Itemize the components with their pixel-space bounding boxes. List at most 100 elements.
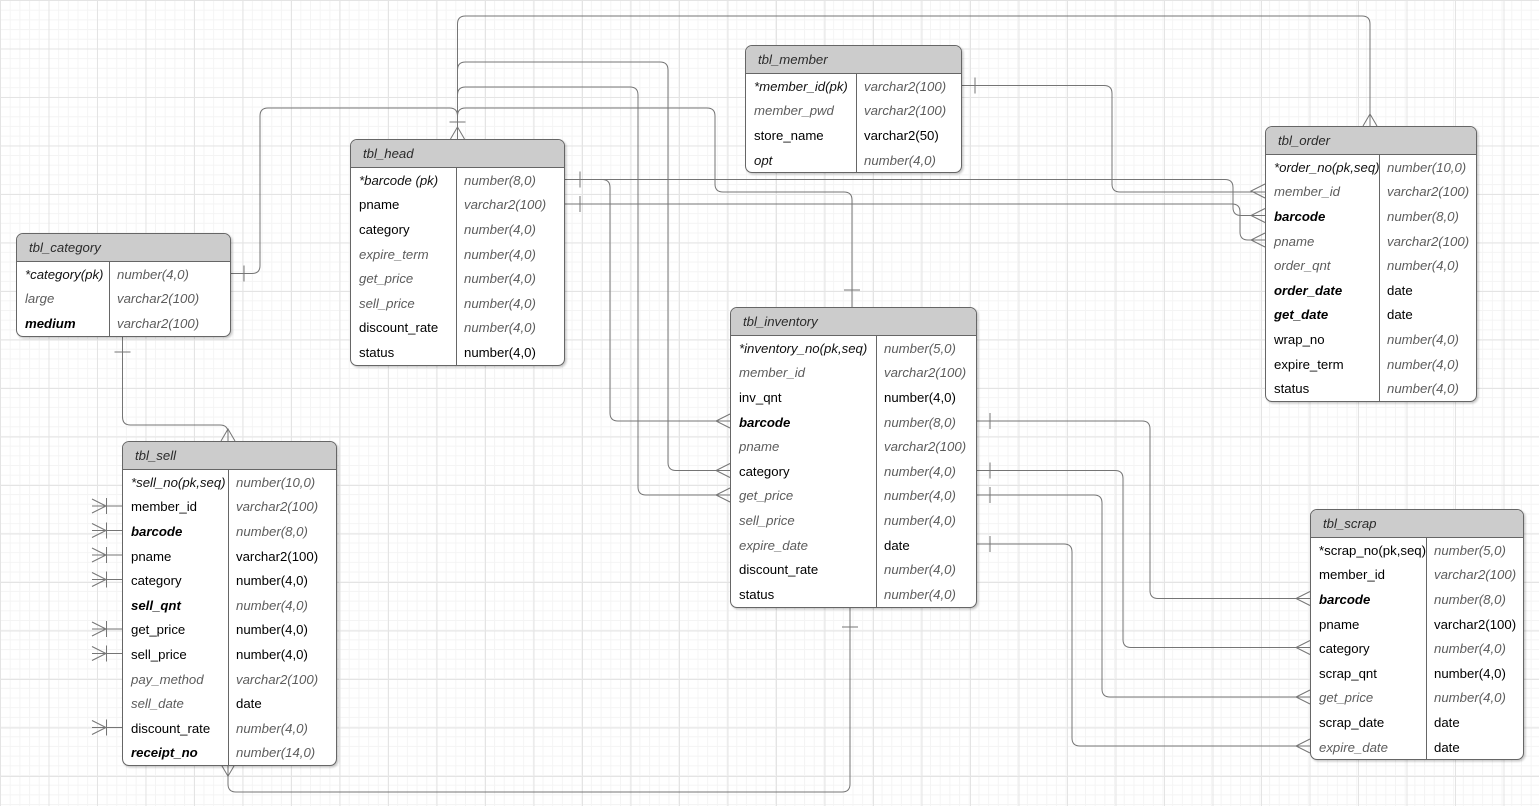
- field-row: *sell_no(pk,seq)number(10,0): [123, 470, 336, 495]
- field-row: pname varchar2(100): [123, 543, 336, 569]
- field-type: date: [1426, 710, 1523, 735]
- field-name: expire_date: [739, 537, 808, 553]
- field-type: number(4,0): [456, 315, 564, 341]
- field-row: category number(4,0): [351, 217, 564, 242]
- field-name: discount_rate: [739, 562, 819, 578]
- field-name: *sell_no(pk,seq): [131, 474, 226, 490]
- field-type: number(4,0): [456, 217, 564, 242]
- field-type: number(4,0): [876, 483, 976, 509]
- field-type: number(5,0): [876, 336, 976, 361]
- field-name: expire_term: [359, 246, 429, 262]
- field-name: sell_date: [131, 696, 184, 712]
- field-name: scrap_date: [1319, 714, 1385, 730]
- field-type: number(4,0): [456, 340, 564, 365]
- field-type: varchar2(100): [856, 74, 961, 99]
- field-type: number(4,0): [876, 385, 976, 410]
- field-type: number(4,0): [228, 715, 336, 741]
- table-tbl_order[interactable]: tbl_order*order_no(pk,seq)number(10,0)me…: [1265, 126, 1477, 402]
- table-tbl_inventory[interactable]: tbl_inventory*inventory_no(pk,seq)number…: [730, 307, 977, 608]
- field-type: varchar2(100): [228, 543, 336, 569]
- field-type: varchar2(100): [876, 434, 976, 459]
- table-tbl_member[interactable]: tbl_member*member_id(pk)varchar2(100)mem…: [745, 45, 962, 174]
- edge-headpname-orderpname: [563, 203, 1265, 241]
- field-type: number(4,0): [1426, 660, 1523, 686]
- field-type: number(4,0): [876, 581, 976, 607]
- field-type: varchar2(100): [228, 494, 336, 520]
- field-name: sell_qnt: [131, 597, 181, 613]
- table-tbl_scrap[interactable]: tbl_scrap*scrap_no(pk,seq)number(5,0)mem…: [1310, 509, 1524, 761]
- field-row: *barcode (pk)number(8,0): [351, 168, 564, 193]
- field-name: receipt_no: [131, 745, 198, 761]
- table-title: tbl_order: [1266, 127, 1476, 155]
- edge-head-order: [457, 15, 1371, 139]
- field-name: barcode: [131, 523, 183, 539]
- table-tbl_sell[interactable]: tbl_sell*sell_no(pk,seq)number(10,0)memb…: [122, 441, 337, 767]
- field-type: varchar2(100): [856, 98, 961, 124]
- table-title: tbl_member: [746, 46, 961, 74]
- field-name: pname: [1274, 233, 1315, 249]
- field-type: number(4,0): [1379, 351, 1476, 377]
- field-name: status: [1274, 381, 1310, 397]
- edge-inventory-scrap-barcode: [975, 420, 1310, 599]
- field-name: pname: [131, 548, 172, 564]
- field-row: scrap_date date: [1311, 710, 1523, 735]
- field-row: *member_id(pk)varchar2(100): [746, 74, 961, 99]
- field-type: varchar2(100): [109, 311, 230, 336]
- field-type: number(4,0): [228, 617, 336, 643]
- field-name: member_id: [1319, 567, 1385, 583]
- field-name: *barcode (pk): [359, 172, 439, 188]
- field-name: status: [739, 586, 775, 602]
- table-title: tbl_category: [17, 234, 230, 262]
- field-name: sell_price: [359, 295, 415, 311]
- field-name: barcode: [1319, 591, 1371, 607]
- table-title: tbl_head: [351, 140, 564, 168]
- table-tbl_category[interactable]: tbl_category*category(pk)number(4,0)larg…: [16, 233, 231, 337]
- field-name: opt: [754, 152, 773, 168]
- field-name: category: [359, 221, 410, 237]
- field-type: number(4,0): [109, 262, 230, 287]
- edge-category-head: [229, 107, 458, 274]
- edge-head-inventory-top: [457, 107, 853, 307]
- field-name: barcode: [739, 414, 791, 430]
- field-name: medium: [25, 315, 76, 331]
- field-name: category: [1319, 641, 1370, 657]
- field-row: member_pwd varchar2(100): [746, 98, 961, 124]
- field-type: varchar2(100): [228, 666, 336, 692]
- edge-headbarcode-inventorybarcode: [563, 179, 730, 422]
- field-name: barcode: [1274, 208, 1326, 224]
- field-name: category: [131, 573, 182, 589]
- field-name: expire_date: [1319, 739, 1388, 755]
- field-name: large: [25, 291, 55, 307]
- field-name: member_pwd: [754, 103, 834, 119]
- field-type: number(4,0): [228, 642, 336, 667]
- field-name: member_id: [1274, 184, 1340, 200]
- field-type: number(10,0): [1379, 155, 1476, 180]
